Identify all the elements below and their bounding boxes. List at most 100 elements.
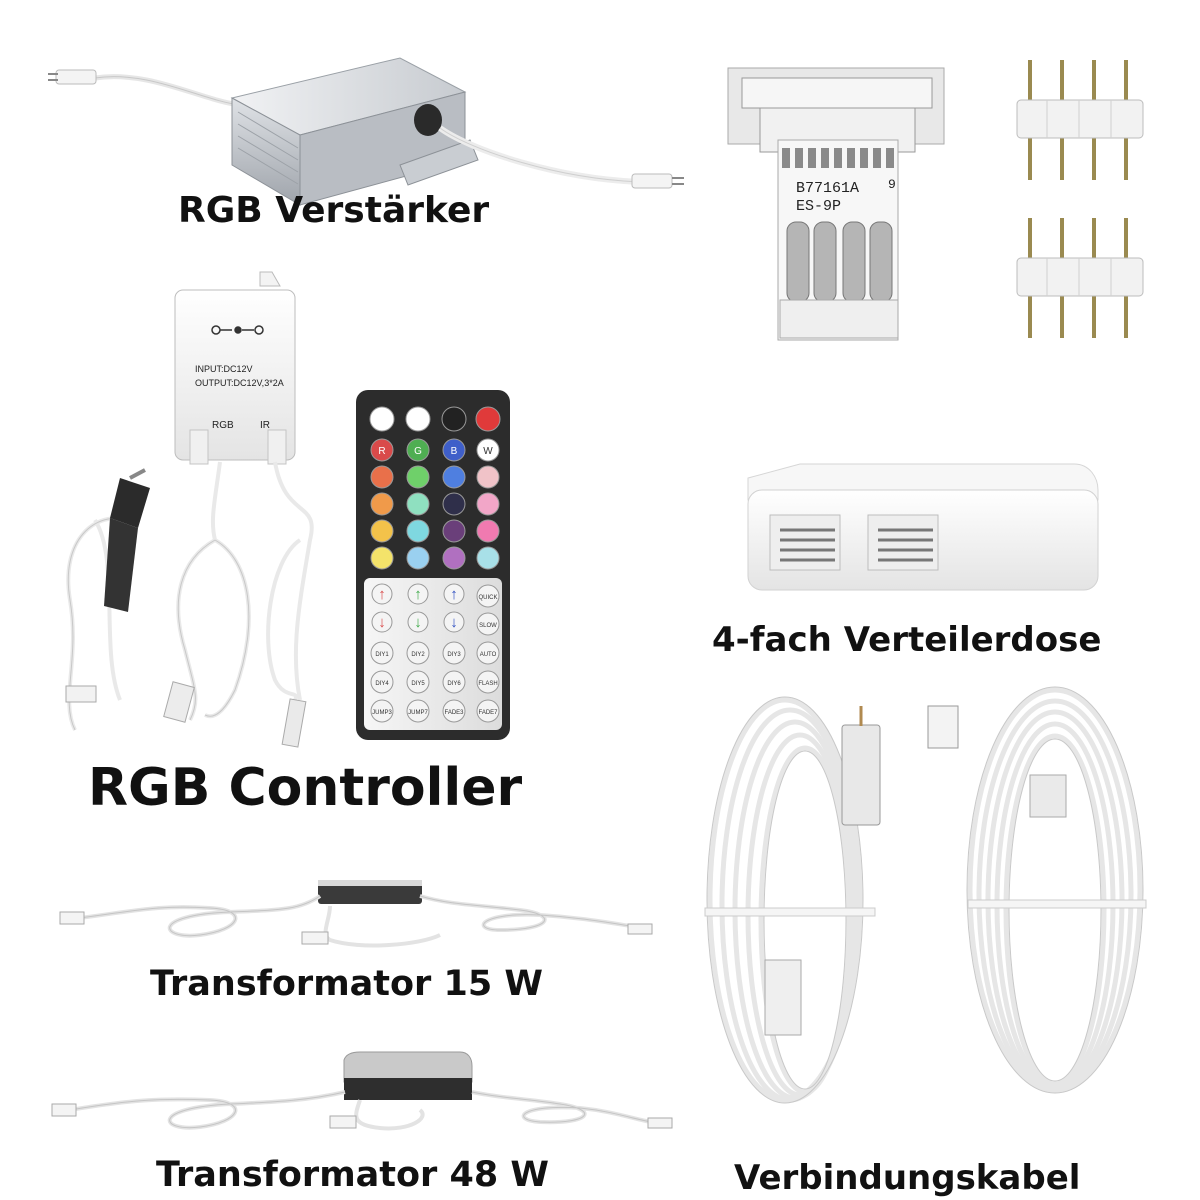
remote-arrow-button [443, 583, 465, 605]
transformer-15w-image [59, 880, 653, 948]
connector-plug-left-image [65, 685, 97, 703]
remote-color-letter: W [483, 446, 493, 457]
cable-coil-right-outline [966, 686, 1144, 1094]
distribution-box-image [747, 463, 1099, 591]
pin-header-top-image [1016, 60, 1144, 180]
label-distributor: 4-fach Verteilerdose [712, 620, 1102, 660]
cable-tie-right [967, 899, 1147, 909]
controller-box-image [174, 271, 296, 465]
remote-color-button [370, 438, 394, 462]
remote-color-button [476, 465, 500, 489]
remote-color-button [406, 438, 430, 462]
remote-bottom-label: FADE7 [478, 710, 498, 716]
remote-bottom-label: FADE3 [444, 710, 464, 716]
remote-side-button [476, 584, 500, 608]
remote-color-button [442, 519, 466, 543]
remote-arrow-button [371, 583, 393, 605]
remote-side-button [476, 670, 500, 694]
cable-coil-right-image [967, 687, 1143, 1093]
remote-diy-label: DIY5 [411, 681, 425, 687]
remote-arrow-glyph: ↓ [450, 614, 458, 631]
controller-input-text: INPUT:DC12V [195, 364, 253, 374]
remote-bottom-button [370, 699, 394, 723]
remote-bottom-button [442, 699, 466, 723]
remote-color-letter: R [378, 446, 385, 457]
controller-output-text: OUTPUT:DC12V,3*2A [195, 378, 284, 388]
remote-arrow-glyph: ↑ [450, 586, 458, 603]
remote-color-button [442, 465, 466, 489]
remote-diy-label: DIY6 [447, 681, 461, 687]
connector-plug-mid-image [163, 681, 195, 723]
controller-rgb-text: RGB [212, 420, 234, 431]
remote-bottom-label: JUMP3 [372, 710, 392, 716]
remote-color-button [476, 492, 500, 516]
remote-color-button [370, 465, 394, 489]
remote-color-button [476, 546, 500, 570]
remote-top-button [475, 406, 501, 432]
pin-header-bottom-image [1016, 218, 1144, 338]
label-transformer-15w: Transformator 15 W [150, 964, 543, 1004]
remote-top-button [369, 406, 395, 432]
remote-diy-button [370, 641, 394, 665]
remote-arrow-glyph: ↓ [414, 614, 422, 631]
remote-arrow-button [371, 611, 393, 633]
connector-pcb-image [727, 67, 945, 341]
remote-color-button [370, 546, 394, 570]
remote-color-letter: G [414, 446, 422, 457]
remote-arrow-glyph: ↑ [378, 586, 386, 603]
remote-bottom-button [406, 699, 430, 723]
remote-diy-button [442, 670, 466, 694]
remote-top-button [405, 406, 431, 432]
cable-plug-female-right-image [927, 705, 959, 749]
remote-top-button [441, 406, 467, 432]
remote-color-button [406, 546, 430, 570]
cable-coil-left-outline [706, 696, 864, 1104]
remote-color-button [442, 438, 466, 462]
remote-arrow-button [443, 611, 465, 633]
remote-side-button [476, 612, 500, 636]
remote-diy-label: DIY4 [375, 681, 389, 687]
remote-arrow-glyph: ↑ [414, 586, 422, 603]
remote-diy-button [406, 670, 430, 694]
remote-color-button [442, 546, 466, 570]
label-rgb-amplifier: RGB Verstärker [178, 190, 490, 231]
remote-diy-button [442, 641, 466, 665]
cable-plug-female-left-image [764, 959, 802, 1036]
remote-color-button [406, 492, 430, 516]
remote-color-button [442, 492, 466, 516]
connector-digit-text: 9 [888, 177, 896, 192]
connector-model-text: ES-9P [796, 198, 841, 215]
remote-bottom-label: JUMP7 [408, 710, 428, 716]
remote-color-button [370, 519, 394, 543]
remote-side-label: AUTO [480, 652, 497, 658]
cable-plug-inline-image [1029, 774, 1067, 818]
cable-coil-left-image [707, 697, 863, 1103]
remote-diy-label: DIY1 [375, 652, 389, 658]
remote-bottom-button [476, 699, 500, 723]
controller-ir-text: IR [260, 420, 270, 431]
remote-color-button [476, 438, 500, 462]
label-cable: Verbindungskabel [734, 1158, 1081, 1198]
remote-diy-button [406, 641, 430, 665]
remote-color-letter: B [451, 446, 458, 457]
cable-plug-male-image [841, 724, 881, 826]
connector-code-text: B77161A [796, 180, 859, 197]
remote-diy-label: DIY2 [411, 652, 425, 658]
remote-diy-label: DIY3 [447, 652, 461, 658]
remote-side-label: SLOW [479, 623, 497, 629]
remote-color-button [406, 519, 430, 543]
remote-side-label: QUICK [478, 595, 497, 601]
remote-color-button [406, 465, 430, 489]
remote-diy-button [370, 670, 394, 694]
remote-arrow-button [407, 583, 429, 605]
label-transformer-48w: Transformator 48 W [156, 1155, 549, 1195]
amplifier-image [48, 57, 684, 206]
transformer-48w-image [51, 1051, 673, 1131]
remote-lower-panel [364, 578, 502, 730]
remote-side-button [476, 641, 500, 665]
ir-receiver-image [281, 698, 307, 748]
cable-tie-left [704, 907, 876, 917]
remote-color-button [370, 492, 394, 516]
